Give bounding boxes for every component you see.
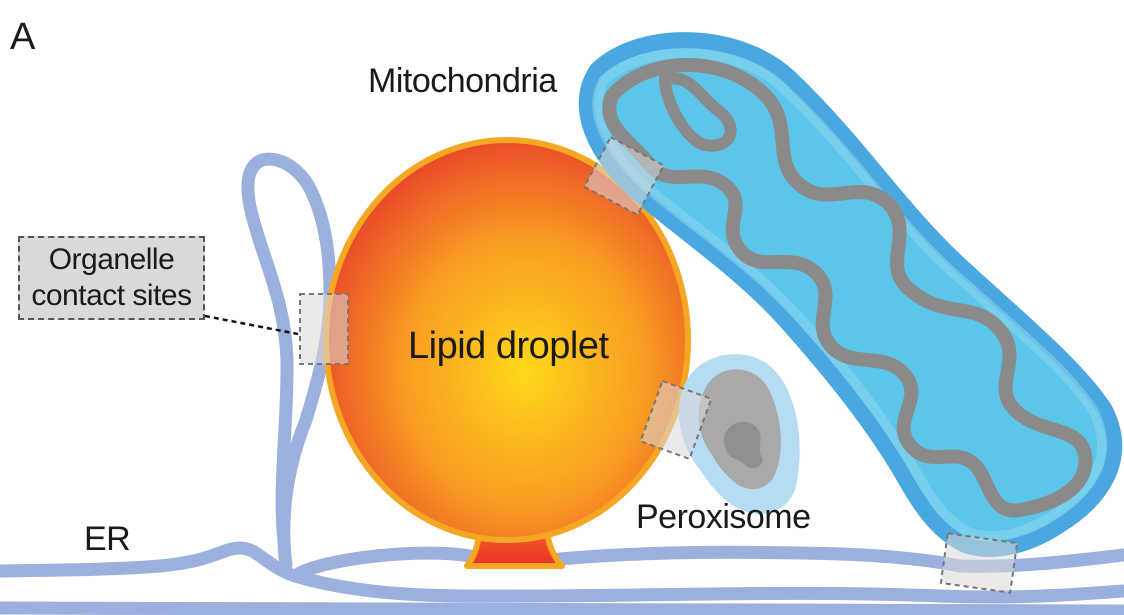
panel-label: A [10, 16, 35, 59]
contact-sites-line2: contact sites [20, 278, 203, 314]
er-label: ER [84, 520, 130, 559]
contact-site-er-lipid [300, 294, 348, 364]
mitochondria-label: Mitochondria [368, 62, 557, 101]
contact-site-mito-er [941, 533, 1017, 592]
peroxisome-label: Peroxisome [636, 498, 811, 537]
contact-sites-line1: Organelle [20, 242, 203, 278]
lipid-droplet-label: Lipid droplet [408, 325, 609, 368]
organelle-contact-sites-callout: Organelle contact sites [18, 236, 205, 320]
